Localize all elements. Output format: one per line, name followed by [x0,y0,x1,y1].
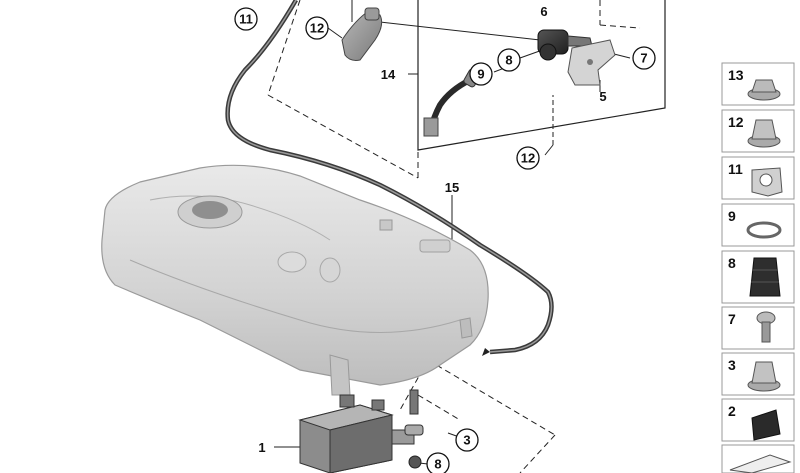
svg-text:15: 15 [445,180,459,195]
pipe-clip-icon [751,167,783,197]
hose-clamp-icon [746,221,782,239]
purge-valve-6 [537,29,593,61]
callout-12-bottom: 12 [516,146,540,170]
svg-text:8: 8 [434,457,441,472]
callout-5: 5 [599,89,606,104]
legend-item-13: 13 [721,62,795,106]
svg-text:12: 12 [728,114,744,130]
svg-text:1: 1 [258,440,265,455]
reference-lines [267,0,641,473]
svg-text:12: 12 [521,151,535,166]
callout-14: 14 [381,67,396,82]
hose-connector-12 [341,7,383,61]
rubber-pad-icon [751,409,781,441]
svg-text:11: 11 [239,12,253,27]
svg-text:2: 2 [728,403,736,419]
legend-item-2: 2 [721,398,795,442]
mounting-bracket-5 [567,39,616,86]
svg-text:14: 14 [381,67,396,82]
callout-8-top: 8 [497,48,521,72]
callout-15: 15 [445,180,459,195]
callout-6: 6 [540,4,547,19]
detail-frame [417,0,666,151]
legend-item-9: 9 [721,203,795,247]
svg-text:3: 3 [463,433,470,448]
callout-8-bottom: 8 [426,452,450,473]
legend-item-7: 7 [721,306,795,350]
svg-text:8: 8 [505,53,512,68]
svg-text:12: 12 [310,21,324,36]
callout-12-top: 12 [305,16,329,40]
legend-item-3: 3 [721,352,795,396]
svg-text:3: 3 [728,357,736,373]
callout-9: 9 [469,62,493,86]
legend-item-8: 8 [721,250,795,304]
hex-nut-icon [747,119,781,148]
callout-3: 3 [455,428,479,452]
svg-text:8: 8 [728,255,736,271]
svg-text:5: 5 [599,89,606,104]
callout-1: 1 [258,440,265,455]
svg-text:9: 9 [477,67,484,82]
flange-nut-icon [747,361,781,392]
svg-text:13: 13 [728,67,744,83]
callout-7: 7 [632,46,656,70]
legend-item-11: 11 [721,156,795,200]
flange-nut-icon [747,79,781,101]
svg-text:11: 11 [728,161,743,177]
callout-11-top: 11 [234,7,258,31]
canister-1 [298,394,424,473]
tank-fittings [408,389,422,469]
parts-legend: 13 12 11 9 [721,62,795,473]
svg-text:6: 6 [540,4,547,19]
svg-text:7: 7 [640,51,647,66]
screw-icon [756,311,776,343]
fuel-tank [101,164,489,396]
pipe-11 [225,0,554,356]
svg-text:7: 7 [728,311,736,327]
legend-item-partial [721,444,795,473]
legend-item-12: 12 [721,109,795,153]
grommet-icon [749,257,781,297]
svg-text:9: 9 [728,208,736,224]
